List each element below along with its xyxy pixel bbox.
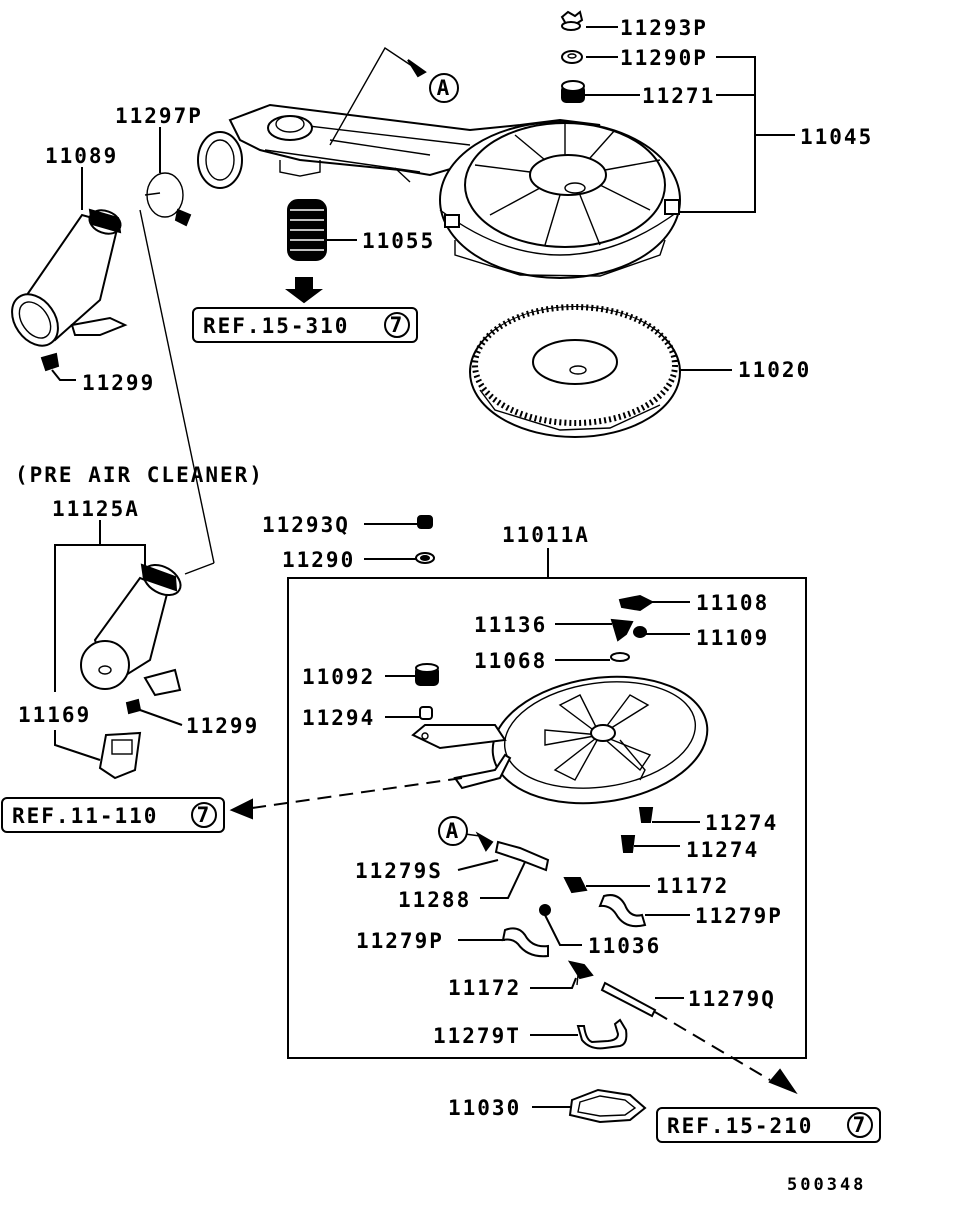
svg-text:REF.15-210: REF.15-210 [667,1114,813,1138]
hoses-and-fittings [464,831,657,1050]
gasket-11030 [568,1088,647,1124]
label-11274-b: 11274 [686,838,759,862]
label-11172-a: 11172 [656,874,729,898]
lower-case [411,675,709,853]
svg-text:7: 7 [197,803,212,827]
label-11045: 11045 [800,125,873,149]
diagram-number: 500348 [787,1175,866,1195]
label-11290P: 11290P [620,46,708,70]
label-11279Q: 11279Q [688,987,776,1011]
label-11092: 11092 [302,665,375,689]
label-11294: 11294 [302,706,375,730]
grommet-11092 [415,663,439,686]
label-11055: 11055 [362,229,435,253]
label-11290: 11290 [282,548,355,572]
svg-text:REF.15-310: REF.15-310 [203,314,349,338]
bellows-hose [285,199,327,304]
fasteners-11293Q-11290 [415,515,435,564]
ref-box-15-310[interactable]: REF.15-310 7 [192,307,418,343]
label-11169: 11169 [18,703,91,727]
label-11109: 11109 [696,626,769,650]
label-11288: 11288 [398,888,471,912]
svg-text:A: A [437,76,452,100]
air-cleaner-cover [197,103,681,279]
leader-lines [51,26,795,1108]
label-11297P: 11297P [115,104,203,128]
svg-text:7: 7 [853,1113,868,1137]
label-11030: 11030 [448,1096,521,1120]
label-11172-b: 11172 [448,976,521,1000]
screw-top [40,352,60,372]
label-11068: 11068 [474,649,547,673]
label-11299-top: 11299 [82,371,155,395]
label-11279P-b: 11279P [356,929,444,953]
label-11020: 11020 [738,358,811,382]
intake-duct [11,172,192,347]
label-11108: 11108 [696,591,769,615]
cap-11294 [419,706,433,720]
label-11274-a: 11274 [705,811,778,835]
ref-box-11-110[interactable]: REF.11-110 7 [1,797,225,833]
valve-parts [610,594,654,662]
pre-air-cleaner [80,563,182,780]
label-11293P: 11293P [620,16,708,40]
label-11036: 11036 [588,934,661,958]
section-title: (PRE AIR CLEANER) [15,463,264,487]
label-11136: 11136 [474,613,547,637]
label-11279T: 11279T [433,1024,521,1048]
ref-box-15-210[interactable]: REF.15-210 7 [656,1107,881,1143]
svg-text:7: 7 [390,313,405,337]
connection-marker-lower: A [438,816,468,846]
label-11279P-a: 11279P [695,904,783,928]
label-11299-low: 11299 [186,714,259,738]
label-11271: 11271 [642,84,715,108]
svg-text:A: A [446,819,461,843]
label-11125A: 11125A [52,497,140,521]
part-labels: 11293P 11290P 11271 11045 11297P 11089 1… [15,16,873,1195]
connection-marker-top: A [329,47,459,146]
filter-element [469,304,681,438]
label-11279S: 11279S [355,859,443,883]
reference-dash-lines [229,777,798,1095]
label-11089: 11089 [45,144,118,168]
svg-text:REF.11-110: REF.11-110 [12,804,158,828]
label-11011A: 11011A [502,523,590,547]
cover-fasteners [560,10,585,103]
label-11293Q: 11293Q [262,513,350,537]
